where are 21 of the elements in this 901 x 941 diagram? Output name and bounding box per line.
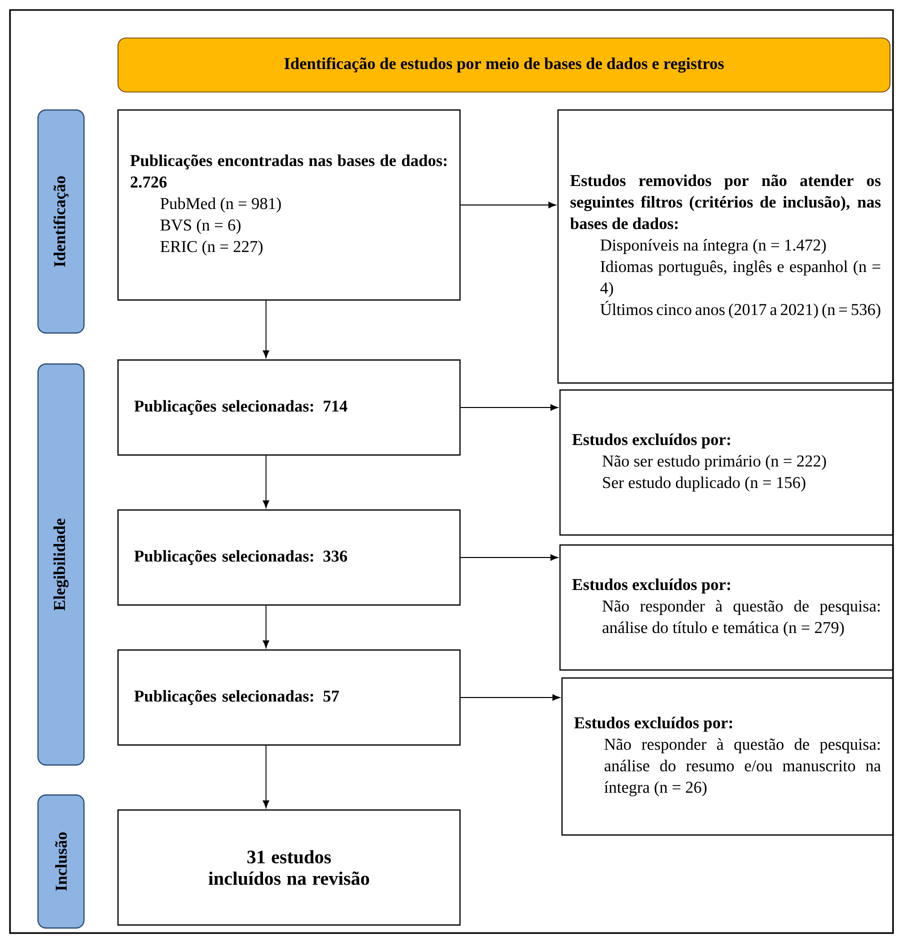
process-box: Estudos excluídos por: Não responder à questão de pesquisa: análise do título e temática (n = 279) (559, 544, 894, 671)
arrow (460, 202, 556, 208)
arrow (460, 554, 558, 561)
process-box: Estudos excluídos por: Não responder à questão de pesquisa: análise do resumo e/ou manuscrito na íntegra (n = 26) (561, 677, 894, 836)
process-box: Publicações selecionadas: 714 (117, 359, 461, 456)
arrow (460, 404, 558, 411)
process-box: Publicações encontradas nas bases de dados: 2.726 PubMed (n = 981) BVS (n = 6) ERIC (n = 227) (117, 109, 461, 301)
process-box: Publicações selecionadas: 57 (117, 649, 461, 746)
process-box: Publicações selecionadas: 336 (117, 509, 461, 606)
arrow (262, 300, 270, 358)
process-box: Estudos excluídos por: Não ser estudo primário (n = 222) Ser estudo duplicado (n = 156) (559, 389, 894, 536)
section-header: Identificação de estudos por meio de bases de dados e registros (118, 38, 890, 92)
stage-band: Elegibilidade (37, 363, 85, 766)
arrow (460, 694, 560, 701)
arrow (262, 605, 270, 648)
arrow (262, 745, 270, 808)
stage-band: Identificação (37, 109, 85, 334)
arrow (262, 455, 270, 508)
process-box: Estudos removidos por não atender os seguintes filtros (critérios de inclusão), nas bases de dados: Disponíveis na íntegra (n = 1.472) Idiomas português, inglês e espanhol (n = 4) Últimos cinco anos (2017 a 2021) (n = 536) (557, 109, 894, 384)
stage-band: Inclusão (37, 794, 85, 929)
process-box: 31 estudos incluídos na revisão (117, 809, 461, 926)
